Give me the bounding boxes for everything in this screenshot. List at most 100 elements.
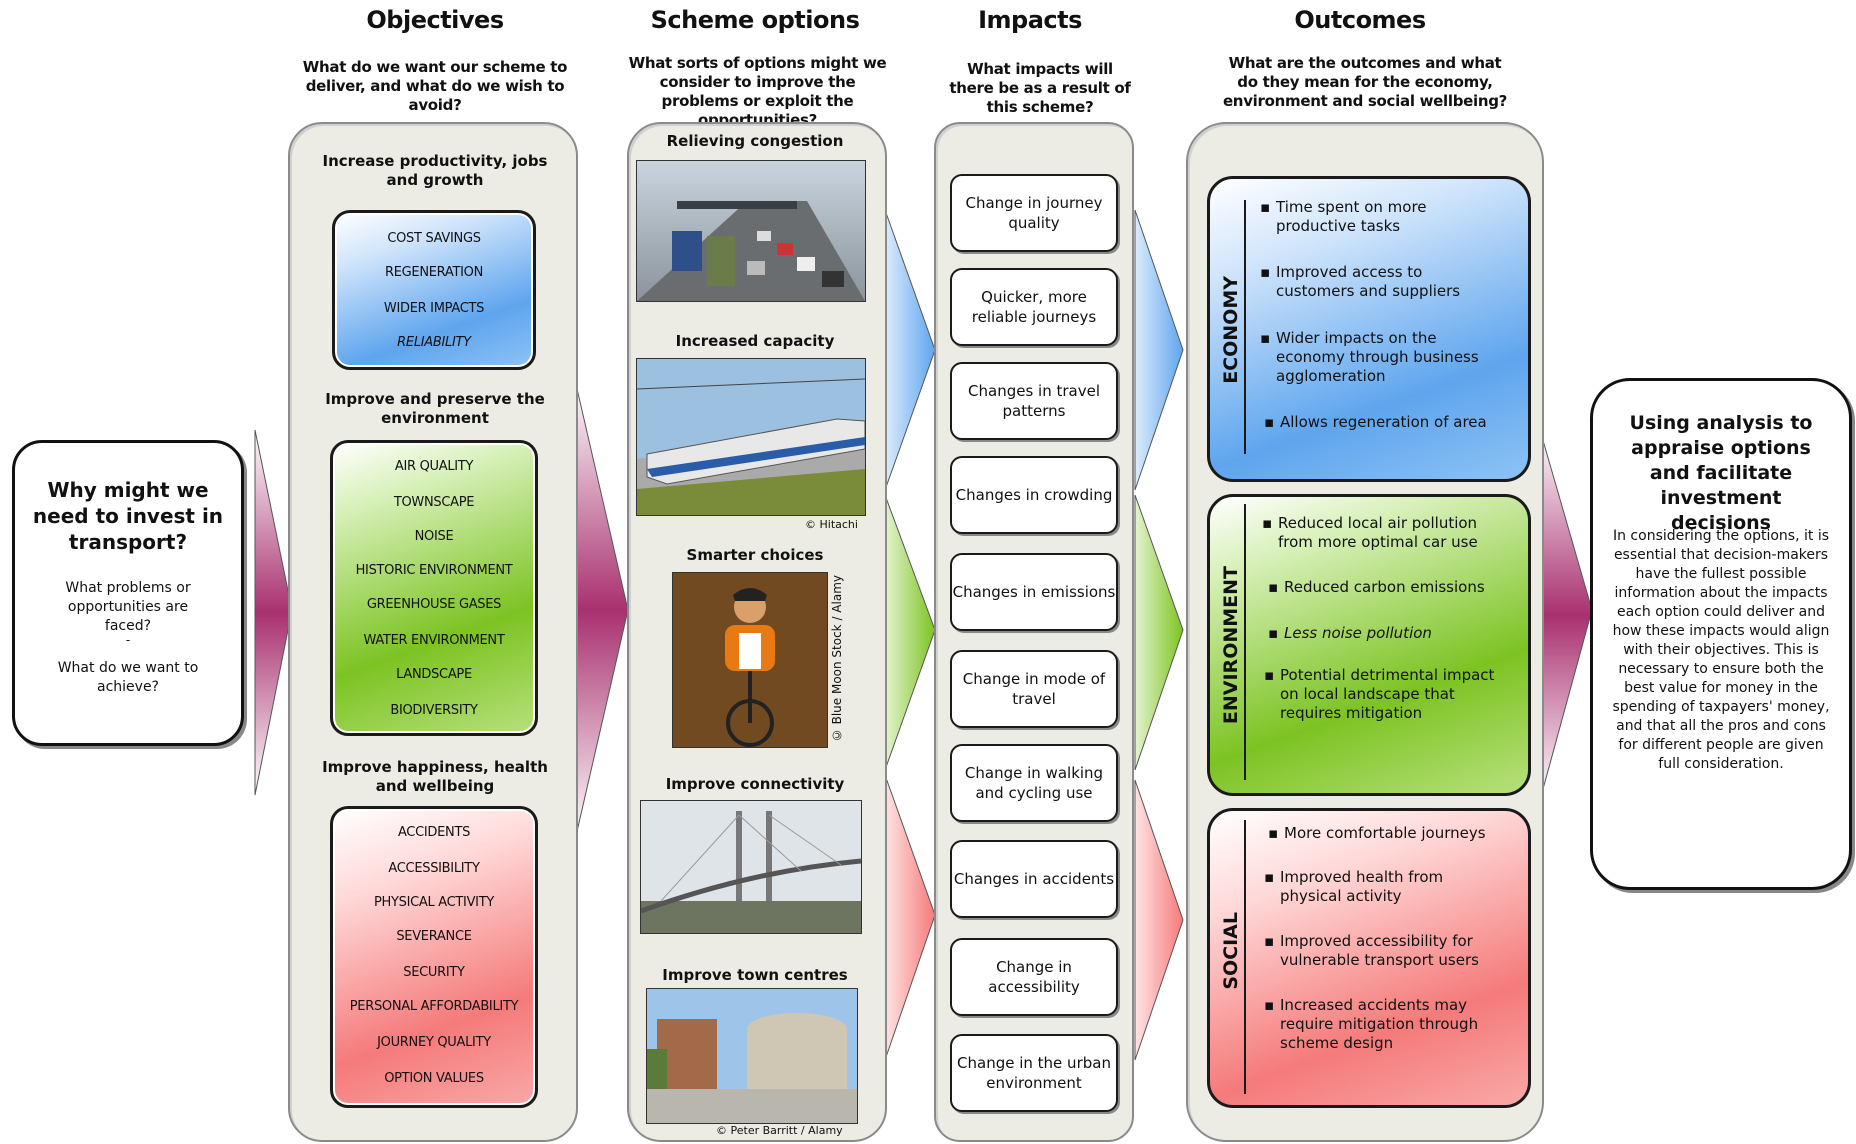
objective-item: RELIABILITY: [397, 335, 471, 350]
outcome-bullet: Improved health from physical activity: [1264, 868, 1480, 906]
photo-credit: © Peter Barritt / Alamy: [716, 1124, 843, 1137]
outcomes-heading: Outcomes: [1294, 6, 1426, 34]
impact-label: Changes in travel patterns: [968, 382, 1100, 420]
objective-box-social: ACCIDENTS ACCESSIBILITY PHYSICAL ACTIVIT…: [330, 806, 538, 1108]
objective-item: TOWNSCAPE: [393, 495, 475, 510]
objective-item: WATER ENVIRONMENT: [363, 633, 505, 648]
bridge-photo: [640, 800, 862, 934]
objective-item: GREENHOUSE GASES: [366, 597, 502, 612]
outcome-bullet: Improved accessibility for vulnerable tr…: [1264, 932, 1480, 970]
outcome-bullet: Less noise pollution: [1268, 624, 1504, 643]
outcome-bullet: Time spent on more productive tasks: [1260, 198, 1476, 236]
arrow-impacts-outcomes-green: [1134, 494, 1184, 771]
analysis-body: In considering the options, it is essent…: [1612, 528, 1830, 772]
objective-item: OPTION VALUES: [384, 1071, 484, 1086]
why-invest-q1: What problems or opportunities are faced…: [65, 580, 191, 634]
analysis-box: Using analysis to appraise options and f…: [1590, 378, 1852, 890]
scheme-heading: Scheme options: [650, 6, 860, 34]
cyclist-photo: [672, 572, 828, 748]
scheme-caption: Increased capacity: [675, 332, 835, 350]
scheme-subheading: What sorts of options might we consider …: [628, 54, 887, 129]
arrow-scheme-impacts-red: [884, 774, 936, 1061]
impact-label: Change in mode of travel: [962, 670, 1106, 708]
impact-label: Changes in accidents: [953, 870, 1115, 888]
why-invest-box: Why might we need to invest in transport…: [12, 440, 244, 746]
objective-title-environment: Improve and preserve the environment: [325, 390, 545, 427]
impact-box: Change in journey quality: [950, 174, 1118, 252]
why-invest-q2: What do we want to achieve?: [57, 660, 199, 695]
outcome-label-environment: ENVIRONMENT: [1220, 566, 1242, 725]
arrow-objectives-to-scheme: [574, 379, 629, 841]
objective-item: SEVERANCE: [396, 929, 472, 944]
impact-box: Changes in accidents: [950, 840, 1118, 918]
arrow-impacts-outcomes-red: [1134, 779, 1184, 1061]
impact-label: Quicker, more reliable journeys: [971, 288, 1097, 326]
arrow-scheme-impacts-green: [884, 494, 936, 771]
objective-item: HISTORIC ENVIRONMENT: [355, 563, 513, 578]
outcome-bullet: Allows regeneration of area: [1264, 413, 1520, 432]
objective-item: PHYSICAL ACTIVITY: [373, 895, 494, 910]
objective-item: WIDER IMPACTS: [383, 301, 485, 316]
outcome-bullet: Wider impacts on the economy through bus…: [1260, 329, 1486, 386]
why-invest-title: Why might we need to invest in transport…: [32, 478, 224, 554]
impact-box: Changes in emissions: [950, 553, 1118, 631]
arrow-impacts-outcomes-blue: [1134, 209, 1184, 491]
arrow-outcomes-to-right: [1539, 429, 1593, 801]
objective-item: REGENERATION: [385, 265, 483, 280]
impacts-subheading: What impacts will there be as a result o…: [949, 60, 1131, 116]
objective-item: AIR QUALITY: [394, 459, 474, 474]
impact-label: Change in accessibility: [988, 958, 1080, 996]
outcome-divider: [1244, 200, 1246, 454]
objective-box-economy: COST SAVINGS REGENERATION WIDER IMPACTS …: [332, 210, 536, 370]
scheme-caption: Improve town centres: [662, 966, 848, 984]
impact-box: Quicker, more reliable journeys: [950, 268, 1118, 346]
outcome-bullet: Reduced local air pollution from more op…: [1262, 514, 1508, 552]
outcome-bullet: More comfortable journeys: [1268, 824, 1514, 843]
impact-box: Change in mode of travel: [950, 650, 1118, 728]
why-invest-dash: -: [125, 633, 131, 647]
objective-item: ACCESSIBILITY: [388, 861, 480, 876]
objectives-heading: Objectives: [366, 6, 504, 34]
scheme-caption: Improve connectivity: [665, 775, 845, 793]
arrow-scheme-impacts-blue: [884, 209, 936, 491]
objective-item: SECURITY: [403, 965, 465, 980]
objective-item: NOISE: [414, 529, 454, 544]
impact-label: Changes in crowding: [955, 486, 1113, 504]
outcome-bullet: Reduced carbon emissions: [1268, 578, 1504, 597]
impact-box: Changes in travel patterns: [950, 362, 1118, 440]
objective-item: COST SAVINGS: [387, 231, 481, 246]
impact-box: Change in walking and cycling use: [950, 744, 1118, 822]
outcome-bullet: Potential detrimental impact on local la…: [1264, 666, 1510, 723]
objective-title-social: Improve happiness, health and wellbeing: [322, 758, 548, 795]
objectives-subheading: What do we want our scheme to deliver, a…: [302, 58, 568, 114]
outcome-bullet: Increased accidents may require mitigati…: [1264, 996, 1490, 1053]
outcome-label-social: SOCIAL: [1220, 912, 1242, 990]
outcome-divider: [1244, 504, 1246, 780]
objective-title-economy: Increase productivity, jobs and growth: [322, 152, 548, 189]
impact-label: Change in journey quality: [965, 194, 1103, 232]
photo-credit: © Hitachi: [805, 518, 858, 531]
train-photo: [636, 358, 866, 516]
impact-box: Change in the urban environment: [950, 1034, 1118, 1112]
objective-item: JOURNEY QUALITY: [377, 1035, 491, 1050]
scheme-caption: Relieving congestion: [666, 132, 844, 150]
impact-label: Change in the urban environment: [957, 1054, 1111, 1092]
outcome-divider: [1244, 820, 1246, 1094]
arrow-left-to-objectives: [254, 429, 293, 796]
impact-label: Changes in emissions: [952, 583, 1116, 601]
town-centre-photo: [646, 988, 858, 1124]
impact-label: Change in walking and cycling use: [964, 764, 1104, 802]
analysis-title: Using analysis to appraise options and f…: [1629, 412, 1813, 534]
scheme-caption: Smarter choices: [686, 546, 824, 564]
outcome-label-economy: ECONOMY: [1220, 276, 1242, 384]
objective-item: ACCIDENTS: [397, 825, 471, 840]
outcome-bullet: Improved access to customers and supplie…: [1260, 263, 1476, 301]
objective-item: PERSONAL AFFORDABILITY: [349, 999, 519, 1014]
impact-box: Changes in crowding: [950, 456, 1118, 534]
photo-credit-vertical: © Blue Moon Stock / Alamy: [830, 575, 844, 743]
objective-box-environment: AIR QUALITY TOWNSCAPE NOISE HISTORIC ENV…: [330, 440, 538, 736]
congestion-photo: [636, 160, 866, 302]
objective-item: LANDSCAPE: [396, 667, 472, 682]
objective-item: BIODIVERSITY: [390, 703, 478, 718]
